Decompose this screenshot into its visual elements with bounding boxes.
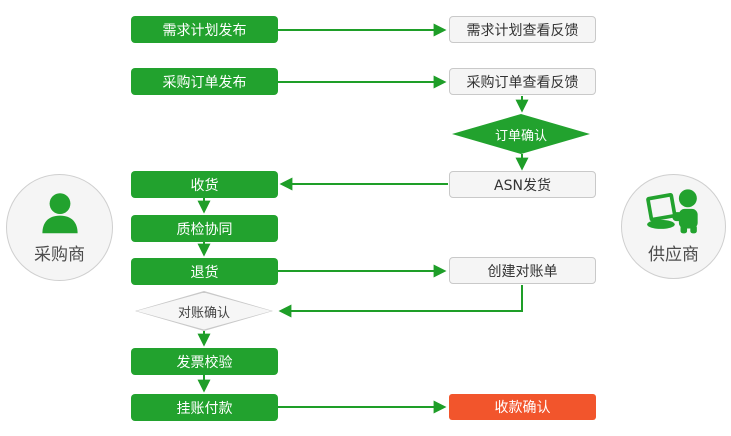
person-laptop-icon: [645, 189, 698, 234]
node-statement-confirm-label: 对账确认: [177, 305, 230, 321]
node-order-confirm: 订单确认: [452, 114, 590, 154]
node-asn-ship: ASN发货: [449, 171, 596, 198]
node-receive: 收货: [131, 171, 278, 198]
node-return-goods: 退货: [131, 258, 278, 285]
node-receipt-confirm: 收款确认: [449, 394, 596, 420]
actor-buyer-label: 采购商: [34, 245, 85, 265]
actor-supplier-label: 供应商: [648, 245, 699, 265]
node-po-publish: 采购订单发布: [131, 68, 278, 95]
node-invoice-check: 发票校验: [131, 348, 278, 375]
node-statement-confirm: 对账确认: [135, 291, 273, 331]
node-demand-publish: 需求计划发布: [131, 16, 278, 43]
person-icon: [41, 193, 78, 234]
node-demand-feedback: 需求计划查看反馈: [449, 16, 596, 43]
node-quality-collab: 质检协同: [131, 215, 278, 242]
actor-supplier: 供应商: [621, 174, 726, 279]
arrow-statement-to-confirm: [278, 285, 523, 318]
actor-buyer: 采购商: [6, 174, 113, 281]
node-create-statement: 创建对账单: [449, 257, 596, 284]
node-po-feedback: 采购订单查看反馈: [449, 68, 596, 95]
node-book-payment: 挂账付款: [131, 394, 278, 421]
node-order-confirm-label: 订单确认: [494, 128, 547, 144]
